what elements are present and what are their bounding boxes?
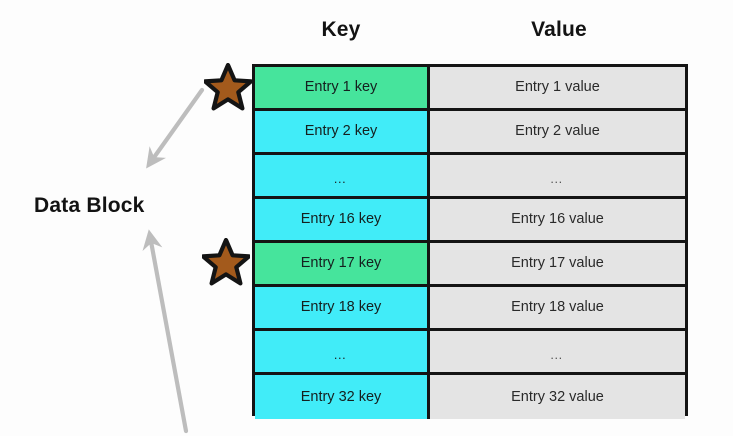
key-cell: Entry 32 key (255, 375, 430, 419)
value-cell: Entry 32 value (430, 375, 685, 419)
key-cell: Entry 2 key (255, 111, 430, 152)
key-cell: Entry 17 key (255, 243, 430, 284)
data-block-label: Data Block (34, 194, 145, 217)
value-cell: Entry 2 value (430, 111, 685, 152)
star-icon-entry-1 (204, 63, 252, 111)
arrow-up-left-icon (142, 229, 189, 434)
key-cell-ellipsis: … (255, 331, 430, 372)
arrow-down-left-icon (146, 87, 205, 169)
value-cell: Entry 1 value (430, 67, 685, 108)
value-cell: Entry 16 value (430, 199, 685, 240)
key-cell: Entry 1 key (255, 67, 430, 108)
table-row: …… (255, 155, 685, 199)
star-icon-entry-17 (202, 238, 250, 286)
value-cell-ellipsis: … (430, 155, 685, 196)
value-column-header: Value (531, 18, 587, 41)
value-cell: Entry 18 value (430, 287, 685, 328)
value-cell-ellipsis: … (430, 331, 685, 372)
key-column-header: Key (321, 18, 361, 41)
key-cell-ellipsis: … (255, 155, 430, 196)
key-cell: Entry 16 key (255, 199, 430, 240)
value-cell: Entry 17 value (430, 243, 685, 284)
table-row: …… (255, 331, 685, 375)
key-cell: Entry 18 key (255, 287, 430, 328)
